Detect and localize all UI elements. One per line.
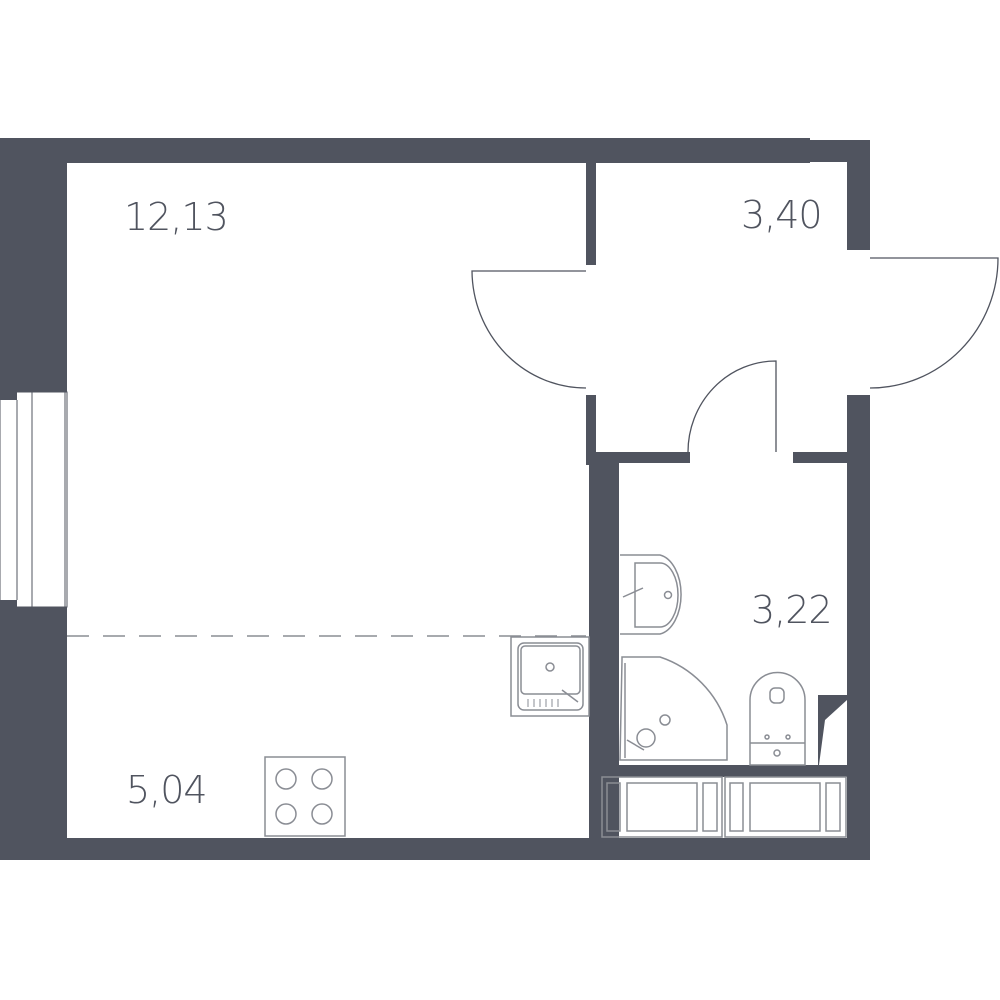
storage-cabinets bbox=[601, 776, 847, 838]
washbasin bbox=[620, 554, 682, 635]
left-wall-upper bbox=[0, 138, 67, 392]
window bbox=[0, 391, 68, 608]
bathroom-left-wall bbox=[589, 452, 619, 838]
doors bbox=[471, 257, 999, 453]
living-room-door[interactable] bbox=[471, 270, 587, 389]
bottom-wall bbox=[0, 838, 870, 860]
kitchen-sink bbox=[510, 636, 590, 717]
bathroom-top-wall-right bbox=[793, 452, 849, 463]
living-room-area-label: 12,13 bbox=[124, 195, 229, 239]
bathroom-bottom-wall bbox=[600, 765, 850, 777]
top-wall bbox=[0, 138, 810, 163]
bathroom-area-label: 3,22 bbox=[751, 588, 833, 632]
right-wall-upper bbox=[847, 140, 870, 250]
bathroom-top-wall-left bbox=[600, 452, 690, 463]
walls bbox=[0, 138, 870, 860]
partition-middle bbox=[586, 395, 596, 465]
left-wall-lower bbox=[0, 607, 67, 860]
stove bbox=[264, 756, 346, 837]
right-wall-lower bbox=[847, 395, 870, 860]
top-wall-right bbox=[810, 140, 850, 162]
bathroom-door[interactable] bbox=[687, 360, 777, 453]
hallway-area-label: 3,40 bbox=[741, 193, 823, 237]
shaft bbox=[818, 695, 847, 765]
toilet bbox=[749, 671, 806, 766]
shower bbox=[619, 656, 728, 761]
partition-upper bbox=[586, 163, 596, 265]
entrance-door[interactable] bbox=[869, 257, 999, 389]
kitchen-area-label: 5,04 bbox=[126, 768, 208, 812]
